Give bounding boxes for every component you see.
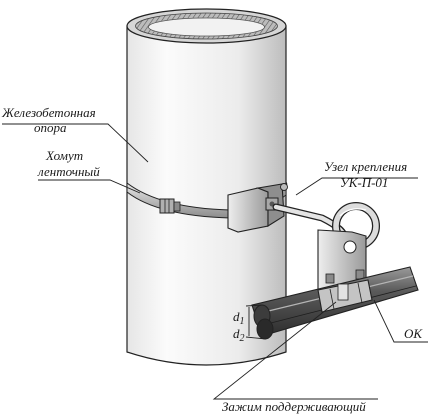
- node-label-line2: УК-П-01: [340, 175, 388, 190]
- d1-label: d1: [233, 309, 245, 327]
- pole-label-line2: опора: [34, 120, 67, 135]
- pole-label-line1: Железобетонная: [1, 105, 96, 120]
- d2-label: d2: [233, 326, 245, 344]
- concrete-pole: [126, 8, 287, 366]
- node-label-line1: Узел крепления: [324, 159, 407, 174]
- leader-lines: [2, 123, 428, 400]
- cable-label: ОК: [404, 326, 423, 341]
- diameter-markers: d1 d2: [233, 304, 267, 344]
- clamp-label-line2: ленточный: [37, 164, 100, 179]
- clamp-label-line1: Хомут: [45, 148, 83, 163]
- holder-label: Зажим поддерживающий: [222, 399, 366, 414]
- mount-bracket: [227, 183, 288, 233]
- callout-labels: Железобетонная опора Хомут ленточный Узе…: [1, 105, 423, 414]
- support-clamp: [317, 279, 373, 313]
